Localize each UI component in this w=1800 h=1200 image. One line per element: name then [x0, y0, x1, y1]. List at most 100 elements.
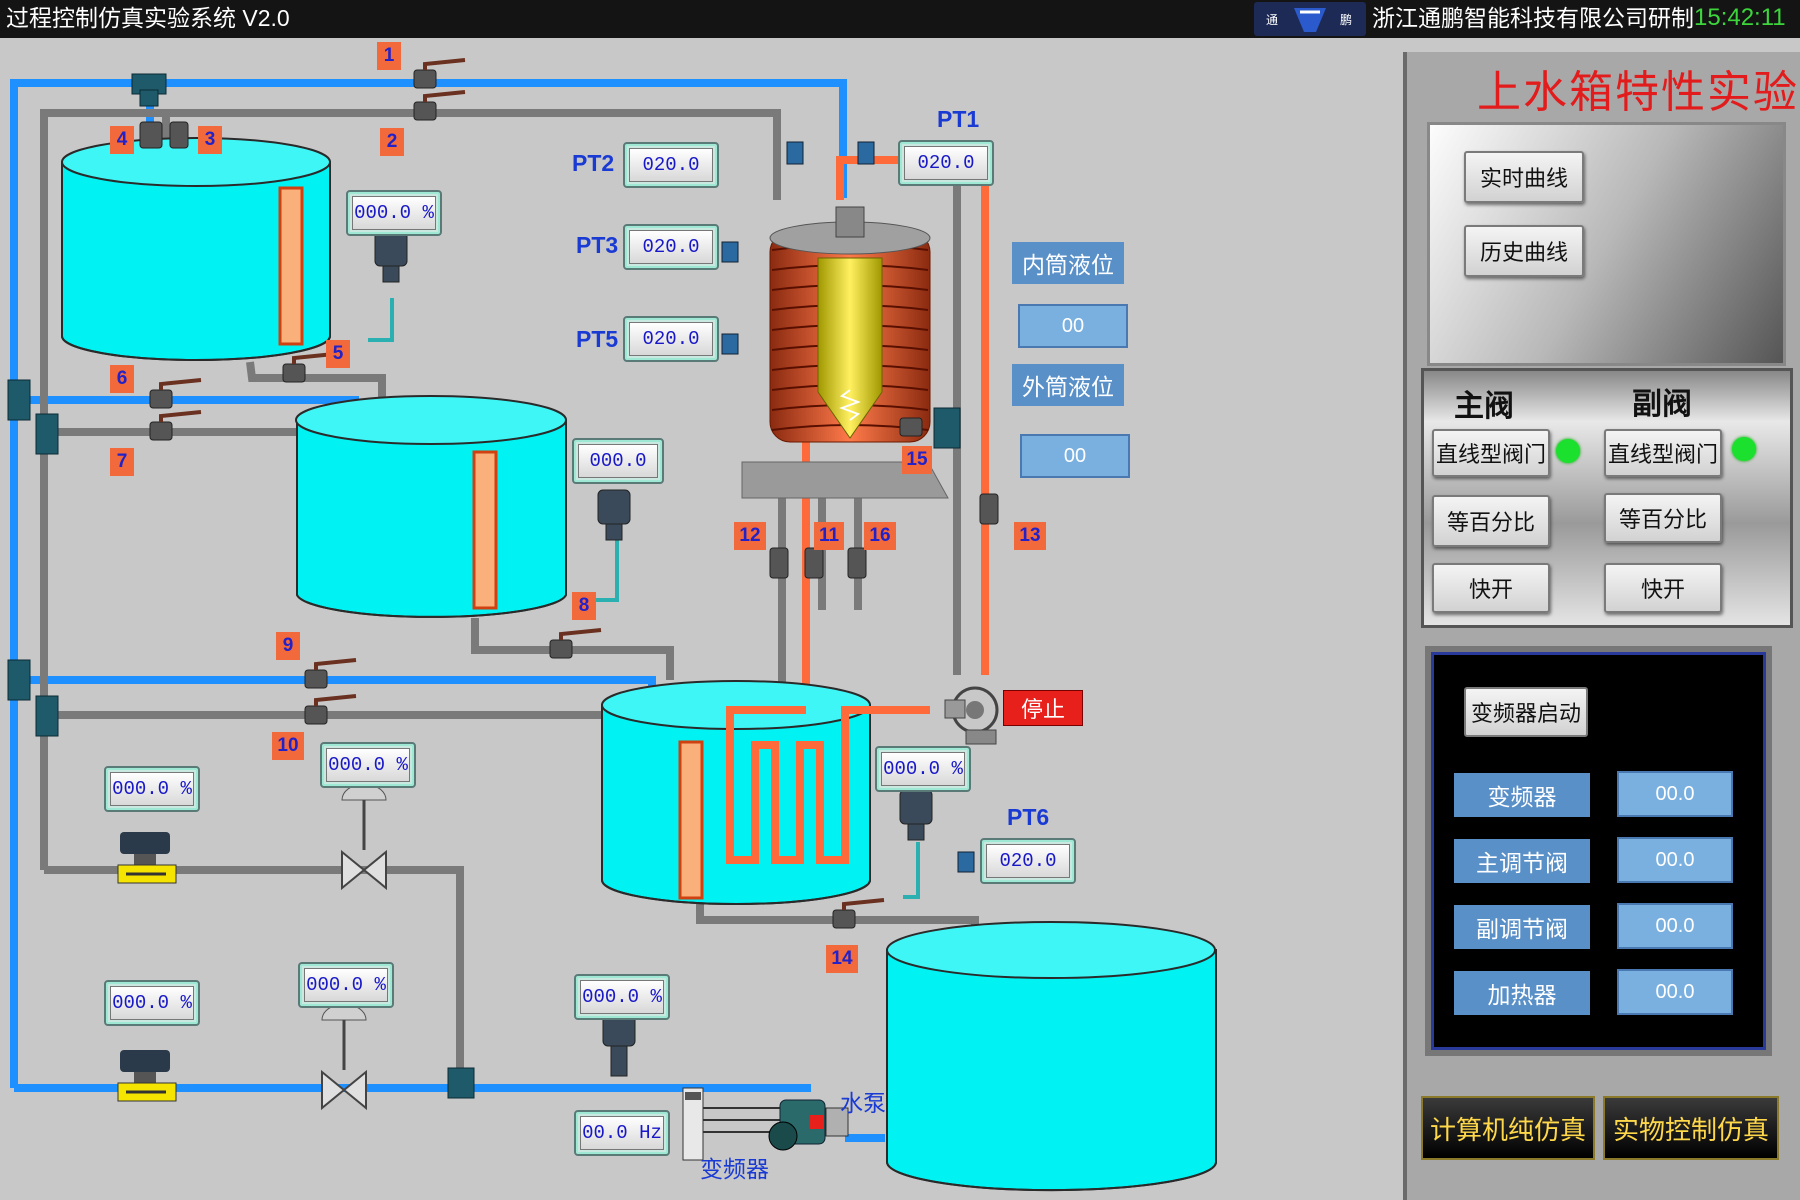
main-valve-indicator — [1556, 439, 1580, 463]
water-pump-label: 水泵 — [840, 1090, 886, 1116]
main-valve-equal-percent-button[interactable]: 等百分比 — [1432, 495, 1550, 547]
pt6-label: PT6 — [1007, 804, 1050, 830]
upper-tank-level-display: 000.0 % — [346, 190, 442, 236]
sensor-lines — [368, 298, 920, 899]
main-valve-row-label: 主调节阀 — [1454, 839, 1590, 883]
level-transmitters — [374, 231, 933, 1077]
middle-water-tank — [295, 395, 567, 618]
main-valve-row-value[interactable]: 00.0 — [1617, 837, 1733, 883]
valve-tag-15: 15 — [902, 446, 932, 474]
inner-level-value: 00 — [1018, 304, 1128, 348]
upper-water-tank — [61, 137, 331, 361]
control-valve-upper — [341, 783, 387, 891]
curve-panel: 实时曲线 历史曲线 — [1427, 122, 1786, 366]
valve-tag-13: 13 — [1014, 522, 1046, 550]
sub-valve-quick-open-button[interactable]: 快开 — [1604, 563, 1722, 613]
main-valve-heading: 主阀 — [1454, 390, 1514, 423]
sub-valve-equal-percent-button[interactable]: 等百分比 — [1604, 493, 1722, 543]
pump-pressure-display: 000.0 % — [574, 974, 670, 1020]
valve-tag-11: 11 — [814, 522, 844, 550]
hand-valves — [139, 58, 999, 929]
sub-valve-row-label: 副调节阀 — [1454, 905, 1590, 949]
upper-valve-opening: 000.0 % — [326, 748, 410, 782]
frequency-display: 00.0 Hz — [574, 1110, 670, 1156]
lower-flow-value: 000.0 % — [110, 986, 194, 1020]
valve-tag-5: 5 — [326, 340, 350, 368]
valve-tag-14: 14 — [826, 945, 858, 973]
reservoir-tank — [886, 921, 1217, 1192]
logo-char-2: 鹏 — [1340, 13, 1353, 27]
frequency-value: 00.0 Hz — [580, 1116, 664, 1150]
lower-tank-level-display: 000.0 % — [875, 746, 971, 792]
main-valve-linear-button[interactable]: 直线型阀门 — [1432, 429, 1550, 477]
inverter-row-label: 变频器 — [1454, 773, 1590, 817]
inverter-row-value[interactable]: 00.0 — [1617, 771, 1733, 817]
pt2-value: 020.0 — [629, 148, 713, 182]
inner-level-label: 内筒液位 — [1012, 242, 1124, 284]
main-valve-quick-open-button[interactable]: 快开 — [1432, 563, 1550, 613]
valve-tag-8: 8 — [572, 592, 596, 620]
history-curve-button[interactable]: 历史曲线 — [1464, 225, 1584, 277]
lower-valve-opening: 000.0 % — [304, 968, 388, 1002]
pt2-label: PT2 — [572, 150, 615, 176]
centrifugal-pump — [944, 686, 999, 745]
title-bar: 过程控制仿真实验系统 V2.0 通 鹏 浙江通鹏智能科技有限公司研制 15:42… — [0, 0, 1800, 38]
pt3-display: 020.0 — [623, 224, 719, 270]
valve-tag-6: 6 — [110, 365, 134, 393]
valve-tag-9: 9 — [276, 632, 300, 660]
inverter-label: 变频器 — [700, 1156, 769, 1182]
pt2-display: 020.0 — [623, 142, 719, 188]
upper-flow-display: 000.0 % — [104, 766, 200, 812]
inverter-start-button[interactable]: 变频器启动 — [1464, 687, 1588, 737]
valve-tag-12: 12 — [734, 522, 766, 550]
pt3-value: 020.0 — [629, 230, 713, 264]
tee-fittings — [7, 73, 961, 1099]
experiment-title: 上水箱特性实验 — [1477, 68, 1799, 117]
heat-exchange-tube — [726, 706, 930, 864]
computer-simulation-button[interactable]: 计算机纯仿真 — [1421, 1096, 1595, 1160]
pt5-label: PT5 — [576, 326, 619, 352]
valve-tag-16: 16 — [864, 522, 896, 550]
pump-stop-button[interactable]: 停止 — [1003, 690, 1083, 726]
outer-level-label: 外筒液位 — [1012, 364, 1124, 406]
middle-tank-level: 000.0 — [578, 444, 658, 478]
boiler — [741, 206, 949, 499]
pt5-display: 020.0 — [623, 316, 719, 362]
valve-tag-2: 2 — [380, 128, 404, 156]
valve-tag-7: 7 — [110, 448, 134, 476]
process-diagram — [7, 58, 1217, 1192]
outer-level-value: 00 — [1020, 434, 1130, 478]
sub-valve-indicator — [1732, 437, 1756, 461]
upper-flow-value: 000.0 % — [110, 772, 194, 806]
sub-valve-row-value[interactable]: 00.0 — [1617, 903, 1733, 949]
valve-tag-3: 3 — [198, 126, 222, 154]
flow-meter-lower — [117, 1050, 177, 1102]
lower-flow-display: 000.0 % — [104, 980, 200, 1026]
control-panel: 上水箱特性实验 实时曲线 历史曲线 主阀 副阀 直线型阀门 直线型阀门 等百分比… — [1403, 52, 1800, 1200]
physical-control-simulation-button[interactable]: 实物控制仿真 — [1603, 1096, 1779, 1160]
pt3-label: PT3 — [576, 232, 619, 258]
pt5-value: 020.0 — [629, 322, 713, 356]
output-panel: 变频器启动 变频器 00.0 主调节阀 00.0 副调节阀 00.0 加热器 0… — [1425, 646, 1772, 1056]
pt1-value: 020.0 — [904, 146, 988, 180]
company-logo: 通 鹏 — [1254, 2, 1366, 36]
inverter-unit — [682, 1087, 849, 1161]
realtime-curve-button[interactable]: 实时曲线 — [1464, 151, 1584, 203]
pt1-display: 020.0 — [898, 140, 994, 186]
control-valve-lower — [321, 1003, 367, 1111]
valve-type-panel: 主阀 副阀 直线型阀门 直线型阀门 等百分比 等百分比 快开 快开 — [1421, 368, 1793, 628]
heater-row-value[interactable]: 00.0 — [1617, 969, 1733, 1015]
sub-valve-linear-button[interactable]: 直线型阀门 — [1604, 429, 1722, 477]
upper-valve-opening-display: 000.0 % — [320, 742, 416, 788]
clock: 15:42:11 — [1694, 4, 1786, 31]
lower-tank-level: 000.0 % — [881, 752, 965, 786]
flow-meter-upper — [117, 832, 177, 884]
heater-row-label: 加热器 — [1454, 971, 1590, 1015]
pump-pressure-value: 000.0 % — [580, 980, 664, 1014]
valve-tag-10: 10 — [272, 732, 304, 760]
pt6-display: 020.0 — [980, 838, 1076, 884]
lower-valve-opening-display: 000.0 % — [298, 962, 394, 1008]
valve-tag-1: 1 — [377, 42, 401, 70]
lower-water-tank — [601, 680, 871, 905]
pt6-value: 020.0 — [986, 844, 1070, 878]
